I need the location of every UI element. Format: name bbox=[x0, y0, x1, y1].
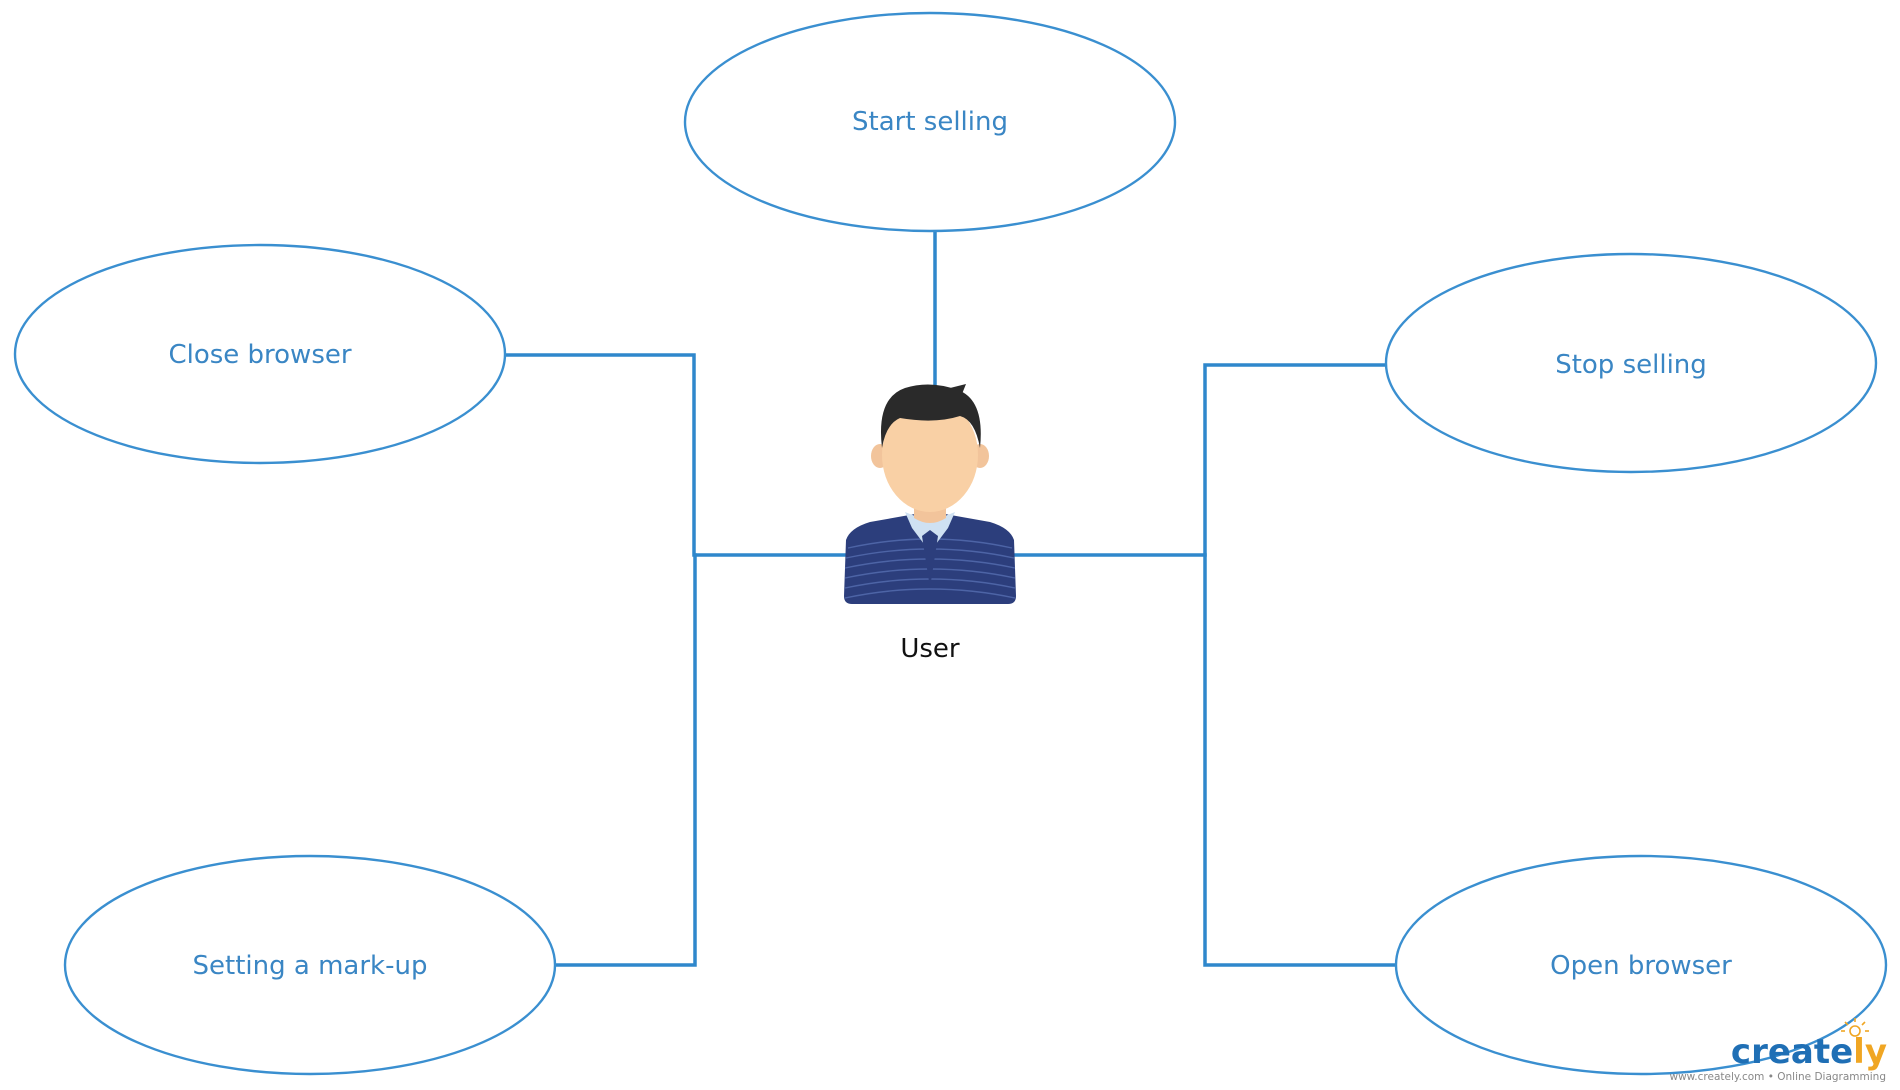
connector-stop-selling bbox=[1011, 363, 1387, 557]
use-case-ellipse bbox=[683, 11, 1177, 233]
creately-watermark: creately www.creately.com • Online Diagr… bbox=[1670, 1018, 1887, 1083]
brand-logo-main: create bbox=[1731, 1032, 1853, 1072]
connector-open-browser bbox=[1203, 553, 1397, 967]
person-icon bbox=[844, 384, 1016, 604]
brand-logo-accent: ly bbox=[1853, 1032, 1887, 1072]
actor-user[interactable]: User bbox=[844, 384, 1016, 664]
brand-tagline: www.creately.com • Online Diagramming bbox=[1670, 1071, 1887, 1083]
use-case-ellipse bbox=[1394, 854, 1888, 1076]
use-case-setting-mark-up[interactable]: Setting a mark-up bbox=[63, 854, 557, 1076]
use-case-label: Setting a mark-up bbox=[193, 951, 428, 981]
use-case-ellipse bbox=[63, 854, 557, 1076]
connector-setting-mark-up bbox=[554, 553, 697, 967]
brand-logo-text: creately bbox=[1731, 1032, 1887, 1072]
use-case-ellipse bbox=[13, 243, 507, 465]
use-case-stop-selling[interactable]: Stop selling bbox=[1384, 252, 1878, 474]
use-case-close-browser[interactable]: Close browser bbox=[13, 243, 507, 465]
use-case-label: Start selling bbox=[852, 107, 1008, 137]
connector-close-browser bbox=[503, 353, 850, 557]
use-case-label: Open browser bbox=[1550, 951, 1732, 981]
connectors bbox=[503, 231, 1397, 967]
use-case-start-selling[interactable]: Start selling bbox=[683, 11, 1177, 233]
use-case-label: Close browser bbox=[168, 340, 351, 370]
use-case-ellipse bbox=[1384, 252, 1878, 474]
use-case-open-browser[interactable]: Open browser bbox=[1394, 854, 1888, 1076]
lightbulb-icon bbox=[1841, 1018, 1869, 1037]
use-case-label: Stop selling bbox=[1555, 350, 1707, 380]
actor-label: User bbox=[900, 634, 960, 664]
